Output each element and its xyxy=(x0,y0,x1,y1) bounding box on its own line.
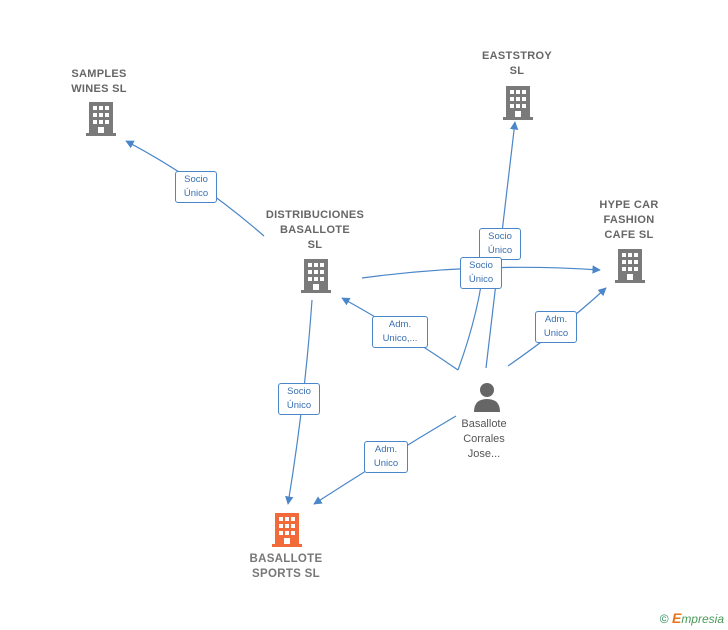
edge-label-line: Unico xyxy=(543,328,569,339)
brand-initial: E xyxy=(671,610,682,626)
label-line: EASTSTROY xyxy=(482,50,552,62)
label-line: HYPE CAR xyxy=(599,199,659,211)
label-line: BASALLOTE xyxy=(280,224,350,236)
edge-label-line: Socio xyxy=(287,386,311,397)
edge-label-dist-to-samples: Socio Único xyxy=(175,171,217,203)
copyright-icon: © xyxy=(659,612,669,626)
brand-name: mpresia xyxy=(681,612,724,626)
label-line: SPORTS SL xyxy=(252,568,320,580)
node-label-basallote-sports[interactable]: BASALLOTE SPORTS SL xyxy=(226,552,346,582)
label-line: Jose... xyxy=(467,448,501,460)
edge-label-line: Adm. xyxy=(374,444,398,455)
edge-label-line: Socio xyxy=(184,174,208,185)
edge-label-dist-to-hype: Socio Único xyxy=(460,257,502,289)
edge-label-person-to-eaststroy: Socio Único xyxy=(479,228,521,260)
building-icon-distribuciones xyxy=(301,259,331,293)
edge-label-line: Único xyxy=(487,245,513,256)
edge-label-line: Único xyxy=(468,274,494,285)
building-icon-eaststroy xyxy=(503,86,533,120)
label-line: Corrales xyxy=(463,433,505,445)
person-icon xyxy=(474,383,500,412)
building-icon-basallote-sports xyxy=(272,513,302,547)
node-label-distribuciones[interactable]: DISTRIBUCIONES BASALLOTE SL xyxy=(250,208,380,253)
edge-label-line: Unico xyxy=(373,458,399,469)
label-line: SAMPLES xyxy=(71,68,127,80)
edge-label-line: Socio xyxy=(469,260,493,271)
node-label-person[interactable]: Basallote Corrales Jose... xyxy=(434,417,534,462)
edge-label-line: Adm. xyxy=(544,314,568,325)
edge-label-line: Unico,... xyxy=(382,333,418,344)
edge-label-person-to-hype: Adm. Unico xyxy=(535,311,577,343)
node-label-samples[interactable]: SAMPLES WINES SL xyxy=(44,67,154,97)
label-line: CAFE SL xyxy=(604,229,654,241)
edge-label-line: Socio xyxy=(488,231,512,242)
node-label-eaststroy[interactable]: EASTSTROY SL xyxy=(462,49,572,79)
label-line: WINES SL xyxy=(71,83,127,95)
edge-label-person-to-dist: Adm. Unico,... xyxy=(372,316,428,348)
label-line: FASHION xyxy=(603,214,655,226)
edge-label-person-to-sports: Adm. Unico xyxy=(364,441,408,473)
node-label-hype[interactable]: HYPE CAR FASHION CAFE SL xyxy=(574,198,684,243)
label-line: DISTRIBUCIONES xyxy=(265,209,365,221)
building-icon-hype xyxy=(615,249,645,283)
label-line: Basallote xyxy=(461,418,507,430)
label-line: BASALLOTE xyxy=(249,553,323,565)
building-icon-samples xyxy=(86,102,116,136)
edge-label-line: Adm. xyxy=(388,319,412,330)
footer-brand[interactable]: © Empresia xyxy=(660,610,724,626)
label-line: SL xyxy=(509,65,525,77)
edge-label-line: Único xyxy=(286,400,312,411)
edge-label-line: Único xyxy=(183,188,209,199)
edge-label-dist-to-sports: Socio Único xyxy=(278,383,320,415)
label-line: SL xyxy=(307,239,323,251)
